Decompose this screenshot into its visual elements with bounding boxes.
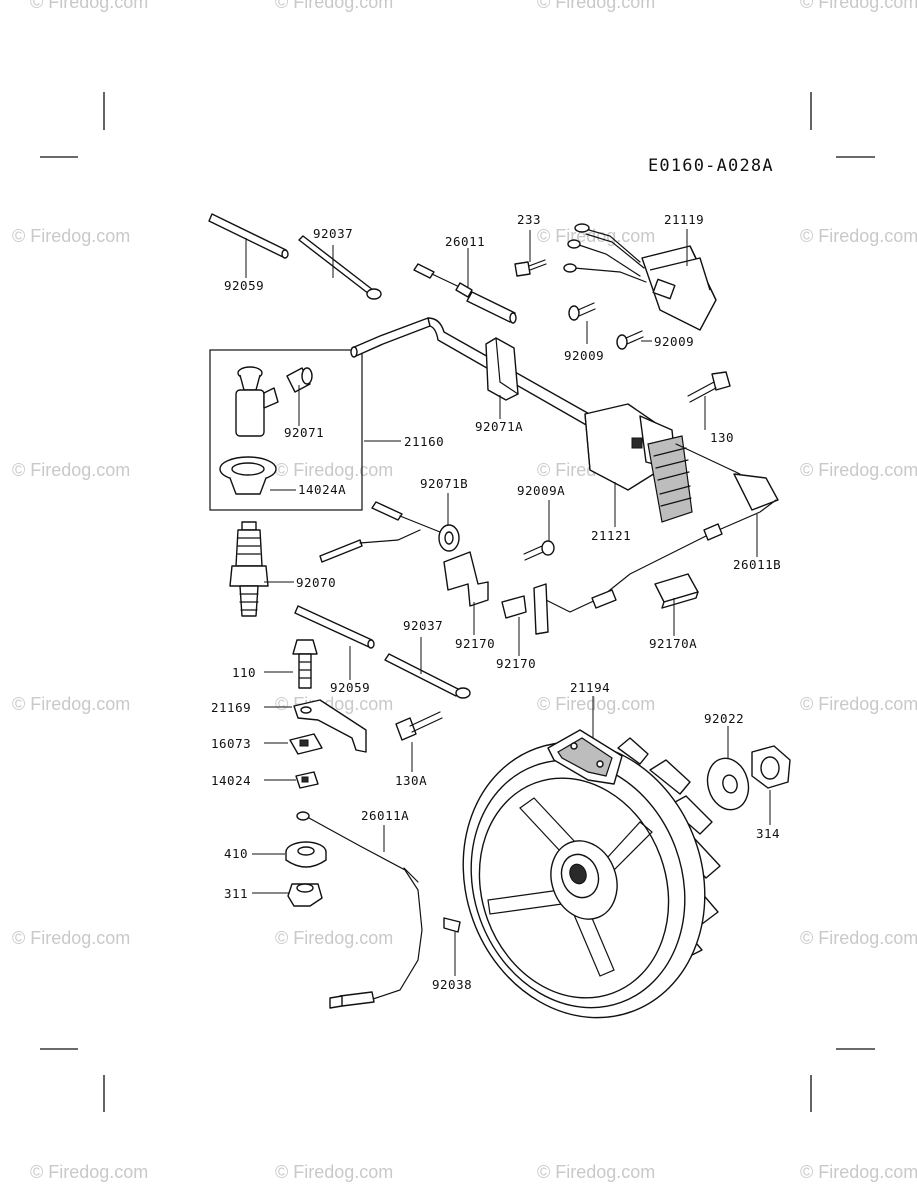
watermark: © Firedog.com <box>800 226 917 246</box>
callout-92059-mid: 92059 <box>330 680 370 695</box>
wire-stub <box>319 501 441 563</box>
callout-92037-mid: 92037 <box>403 618 443 633</box>
callout-26011A: 26011A <box>361 808 409 823</box>
callout-92170A: 92170A <box>649 636 697 651</box>
high-tension-lead <box>350 317 601 431</box>
callout-92070: 92070 <box>296 575 336 590</box>
callout-26011B: 26011B <box>733 557 781 572</box>
callout-21169: 21169 <box>211 700 251 715</box>
lead-26011B <box>545 443 779 613</box>
watermark: © Firedog.com <box>275 460 393 480</box>
wire-92037-top <box>298 235 382 300</box>
washer-410 <box>285 841 327 868</box>
bracket-92170-right <box>501 583 549 635</box>
screw-92009A <box>523 540 555 561</box>
watermark: © Firedog.com <box>800 460 917 480</box>
screw-233 <box>514 259 547 277</box>
callout-92071A: 92071A <box>475 419 523 434</box>
callout-92071: 92071 <box>284 425 324 440</box>
callout-233: 233 <box>517 212 541 227</box>
watermark: © Firedog.com <box>800 694 917 714</box>
watermark: © Firedog.com <box>800 928 917 948</box>
spark-plug-cap-box-21160 <box>209 349 363 511</box>
flywheel-21194 <box>462 729 721 1019</box>
tube-92059-top <box>208 213 289 259</box>
spark-plug-92070 <box>229 521 269 617</box>
watermark: © Firedog.com <box>275 1162 393 1182</box>
lead-26011 <box>413 263 517 324</box>
washer-92022 <box>706 757 750 811</box>
callout-311: 311 <box>224 886 248 901</box>
callout-16073: 16073 <box>211 736 251 751</box>
watermark-layer: © Firedog.com © Firedog.com © Firedog.co… <box>12 0 917 1182</box>
callout-92071B: 92071B <box>420 476 468 491</box>
callout-92009-right: 92009 <box>654 334 694 349</box>
screw-92009-left <box>568 302 596 321</box>
callout-21121: 21121 <box>591 528 631 543</box>
watermark: © Firedog.com <box>537 0 655 12</box>
watermark: © Firedog.com <box>275 928 393 948</box>
watermark: © Firedog.com <box>800 1162 917 1182</box>
callout-130: 130 <box>710 430 734 445</box>
callout-labels: 92059 92037 26011 233 21119 92009 92009 … <box>211 212 781 992</box>
callout-110: 110 <box>232 665 256 680</box>
ignition-coil-21121 <box>584 403 693 523</box>
callout-92038: 92038 <box>432 977 472 992</box>
callout-92170-left: 92170 <box>455 636 495 651</box>
callout-92009A: 92009A <box>517 483 565 498</box>
nut-311 <box>287 883 323 907</box>
callout-21119: 21119 <box>664 212 704 227</box>
watermark: © Firedog.com <box>275 0 393 12</box>
wire-92037-mid <box>384 653 471 699</box>
lead-26011A <box>296 811 423 1009</box>
bracket-21169 <box>293 699 367 753</box>
callout-21194: 21194 <box>570 680 610 695</box>
watermark: © Firedog.com <box>800 0 917 12</box>
callout-21160: 21160 <box>404 434 444 449</box>
watermark: © Firedog.com <box>30 1162 148 1182</box>
key-92038 <box>443 917 461 933</box>
grommet-92071B <box>438 524 460 552</box>
rod-92059-mid <box>294 605 375 649</box>
watermark: © Firedog.com <box>12 226 130 246</box>
callout-410: 410 <box>224 846 248 861</box>
clamp-92071A <box>485 337 519 401</box>
grommet-14024 <box>295 771 319 789</box>
watermark: © Firedog.com <box>537 226 655 246</box>
bracket-92170-left <box>443 551 489 607</box>
callout-14024A: 14024A <box>298 482 346 497</box>
nut-314 <box>751 745 791 789</box>
watermark: © Firedog.com <box>537 1162 655 1182</box>
callout-14024: 14024 <box>211 773 251 788</box>
diagram-code: E0160-A028A <box>648 156 774 176</box>
watermark: © Firedog.com <box>12 694 130 714</box>
callout-92009-left: 92009 <box>564 348 604 363</box>
callout-130A: 130A <box>395 773 427 788</box>
crop-marks <box>40 92 875 1112</box>
callout-314: 314 <box>756 826 780 841</box>
callout-92170-right: 92170 <box>496 656 536 671</box>
bolt-130 <box>687 371 731 403</box>
callout-92059-top: 92059 <box>224 278 264 293</box>
watermark: © Firedog.com <box>12 928 130 948</box>
callout-26011: 26011 <box>445 234 485 249</box>
terminal-92170A <box>654 573 699 609</box>
ignition-module-21119 <box>563 223 717 331</box>
watermark: © Firedog.com <box>12 460 130 480</box>
leader-lines <box>245 229 771 976</box>
bolt-130A <box>395 711 443 741</box>
screw-92009-right <box>616 330 644 350</box>
callout-92022: 92022 <box>704 711 744 726</box>
callout-92037-top: 92037 <box>313 226 353 241</box>
clip-16073 <box>289 733 323 755</box>
watermark: © Firedog.com <box>30 0 148 12</box>
bolt-110 <box>292 639 318 689</box>
watermark: © Firedog.com <box>537 694 655 714</box>
